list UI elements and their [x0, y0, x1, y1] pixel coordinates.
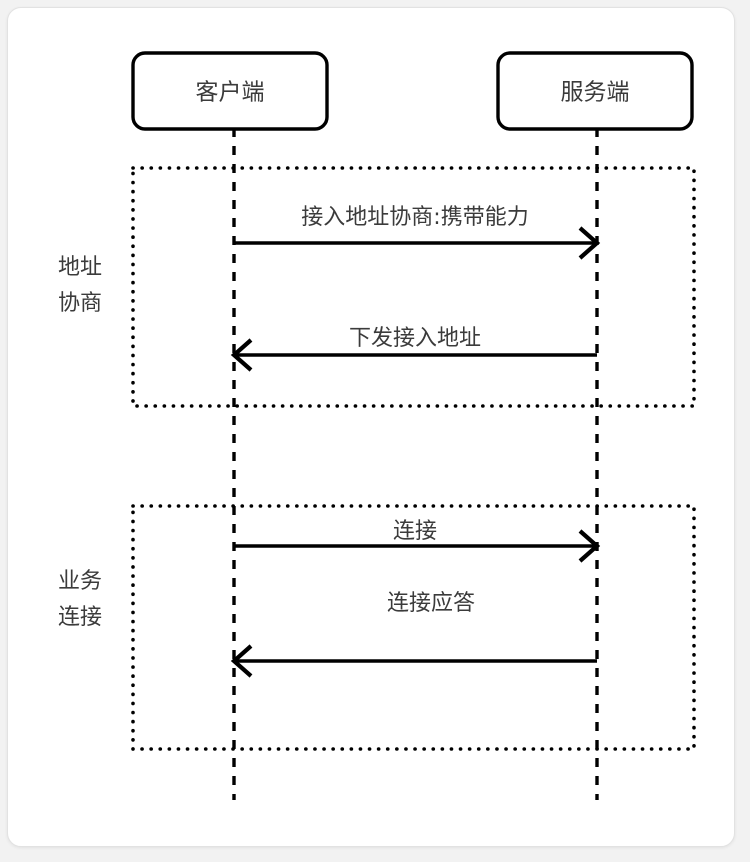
group-address-negotiation: 地址 协商 — [58, 166, 696, 408]
diagram-card — [7, 7, 735, 847]
arrowhead-right-icon — [578, 529, 601, 563]
arrowhead-left-icon — [230, 338, 253, 372]
participant-client[interactable]: 客户端 — [131, 51, 329, 131]
message-label-deliver-access-address: 下发接入地址 — [349, 326, 481, 351]
lifelines — [232, 128, 599, 800]
group-label-address-negotiation-line1: 地址 — [58, 255, 102, 280]
participant-label-server: 服务端 — [561, 80, 630, 106]
group-label-service-connection-line2: 连接 — [58, 605, 102, 630]
participant-label-client: 客户端 — [196, 80, 265, 106]
message-connect-response: 连接应答 — [230, 591, 597, 678]
group-box-service-connection — [131, 504, 696, 751]
message-label-connect: 连接 — [393, 519, 437, 544]
group-box-address-negotiation — [131, 166, 696, 408]
message-deliver-access-address: 下发接入地址 — [230, 326, 597, 372]
group-label-address-negotiation-line2: 协商 — [58, 291, 102, 316]
group-label-service-connection-line1: 业务 — [58, 569, 102, 594]
message-connect: 连接 — [234, 519, 601, 563]
message-label-connect-response: 连接应答 — [387, 591, 475, 616]
participant-server[interactable]: 服务端 — [496, 51, 694, 131]
arrowhead-left-icon — [230, 644, 253, 678]
arrowhead-right-icon — [578, 226, 601, 260]
group-service-connection: 业务 连接 — [58, 504, 696, 751]
message-access-address-negotiation: 接入地址协商:携带能力 — [234, 205, 601, 260]
message-label-access-address-negotiation: 接入地址协商:携带能力 — [301, 205, 528, 230]
participant-box-client[interactable] — [131, 51, 329, 131]
participant-box-server[interactable] — [496, 51, 694, 131]
